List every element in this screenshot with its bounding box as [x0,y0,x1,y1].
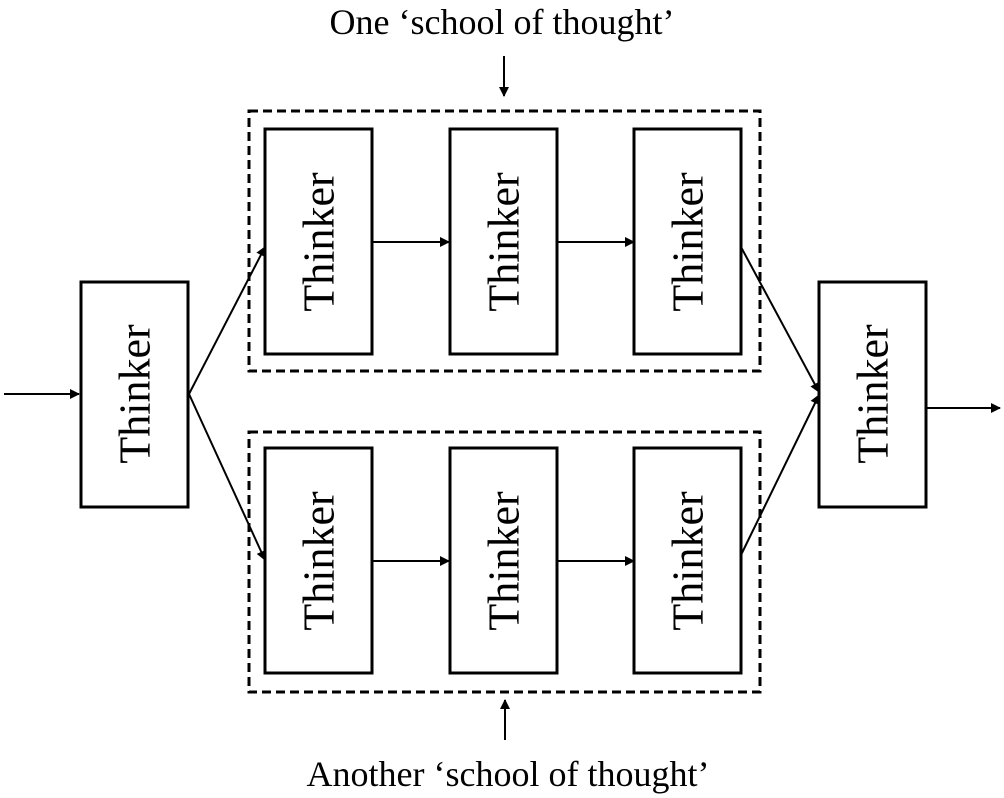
thinker-label: Thinker [480,172,529,312]
bottom-school-group [247,430,762,694]
edge-top-3-to-output [740,246,820,393]
thinker-node-bottom-3: Thinker [632,446,743,675]
top-school-group [247,109,762,373]
thinker-node-output: Thinker [817,280,928,509]
thinker-node-bottom-1: Thinker [263,446,374,675]
edge-input-to-bottom-1 [188,393,266,561]
thinker-label: Thinker [111,324,160,464]
thinker-label: Thinker [480,491,529,631]
thinker-node-input: Thinker [79,280,190,509]
thinker-node-bottom-2: Thinker [448,446,559,675]
top-group-caption: One ‘school of thought’ [330,2,675,42]
edge-input-to-top-1 [188,246,266,395]
thinker-node-top-1: Thinker [263,127,374,356]
thinker-label: Thinker [295,491,344,631]
thinker-label: Thinker [849,324,898,464]
thinker-node-top-3: Thinker [632,127,743,356]
thinker-label: Thinker [664,172,713,312]
bottom-group-caption: Another ‘school of thought’ [307,754,710,794]
thinker-node-top-2: Thinker [448,127,559,356]
edge-bottom-3-to-output [740,394,820,556]
thinker-label: Thinker [664,491,713,631]
thinker-label: Thinker [295,172,344,312]
